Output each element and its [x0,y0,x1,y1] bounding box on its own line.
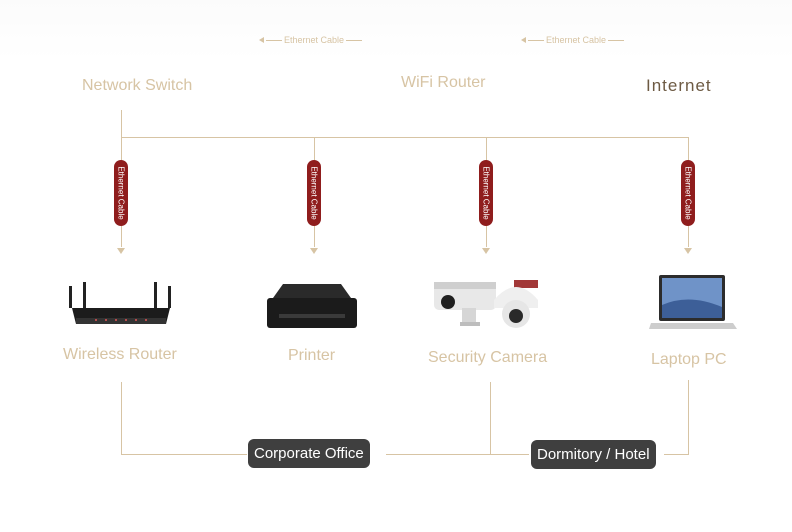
arrow-left-icon [259,37,264,43]
arrow-left-icon [521,37,526,43]
network-switch-label: Network Switch [82,77,193,94]
dormitory-hotel-label: Dormitory / Hotel [531,440,656,469]
arrow-down-icon [117,248,125,254]
laptop-icon [649,275,737,338]
wifi-router-label: WiFi Router [401,74,486,91]
arrow-down-icon [310,248,318,254]
ethernet-cable-tag-2: Ethernet Cable [307,160,321,226]
printer-icon [265,284,359,333]
arrow-line [346,39,363,41]
ethernet-cable-text: Ethernet Cable [116,166,126,220]
ethernet-annotation-label: Ethernet Cable [284,35,345,45]
arrow-line [528,39,544,41]
ethernet-cable-tag-1: Ethernet Cable [114,160,128,226]
ethernet-cable-text: Ethernet Cable [683,166,693,220]
corporate-link-left [121,454,247,455]
wireless-router-icon [66,282,176,335]
internet-label: Internet [646,76,712,95]
device-label: Security Camera [428,349,548,366]
arrow-line [608,39,625,41]
ethernet-cable-tag-3: Ethernet Cable [479,160,493,226]
ethernet-annotation-label: Ethernet Cable [546,35,607,45]
security-camera-icon [434,278,544,337]
distribution-bus [121,137,688,138]
arrow-down-icon [482,248,490,254]
arrow-down-icon [684,248,692,254]
device-label: Printer [288,347,336,364]
dormitory-link [664,454,689,455]
corporate-office-label: Corporate Office [248,439,370,468]
corporate-link-right [386,454,529,455]
ethernet-annotation-right: Ethernet Cable [521,35,625,45]
camera-connector [490,382,491,454]
laptop-connector [688,380,689,454]
ethernet-annotation-left: Ethernet Cable [259,35,363,45]
switch-connector [121,110,122,138]
ethernet-cable-text: Ethernet Cable [309,166,319,220]
arrow-line [266,39,282,41]
ethernet-cable-tag-4: Ethernet Cable [681,160,695,226]
device-label: Laptop PC [651,351,727,368]
device-label: Wireless Router [63,346,177,363]
ethernet-cable-text: Ethernet Cable [481,166,491,220]
router-connector [121,382,122,454]
